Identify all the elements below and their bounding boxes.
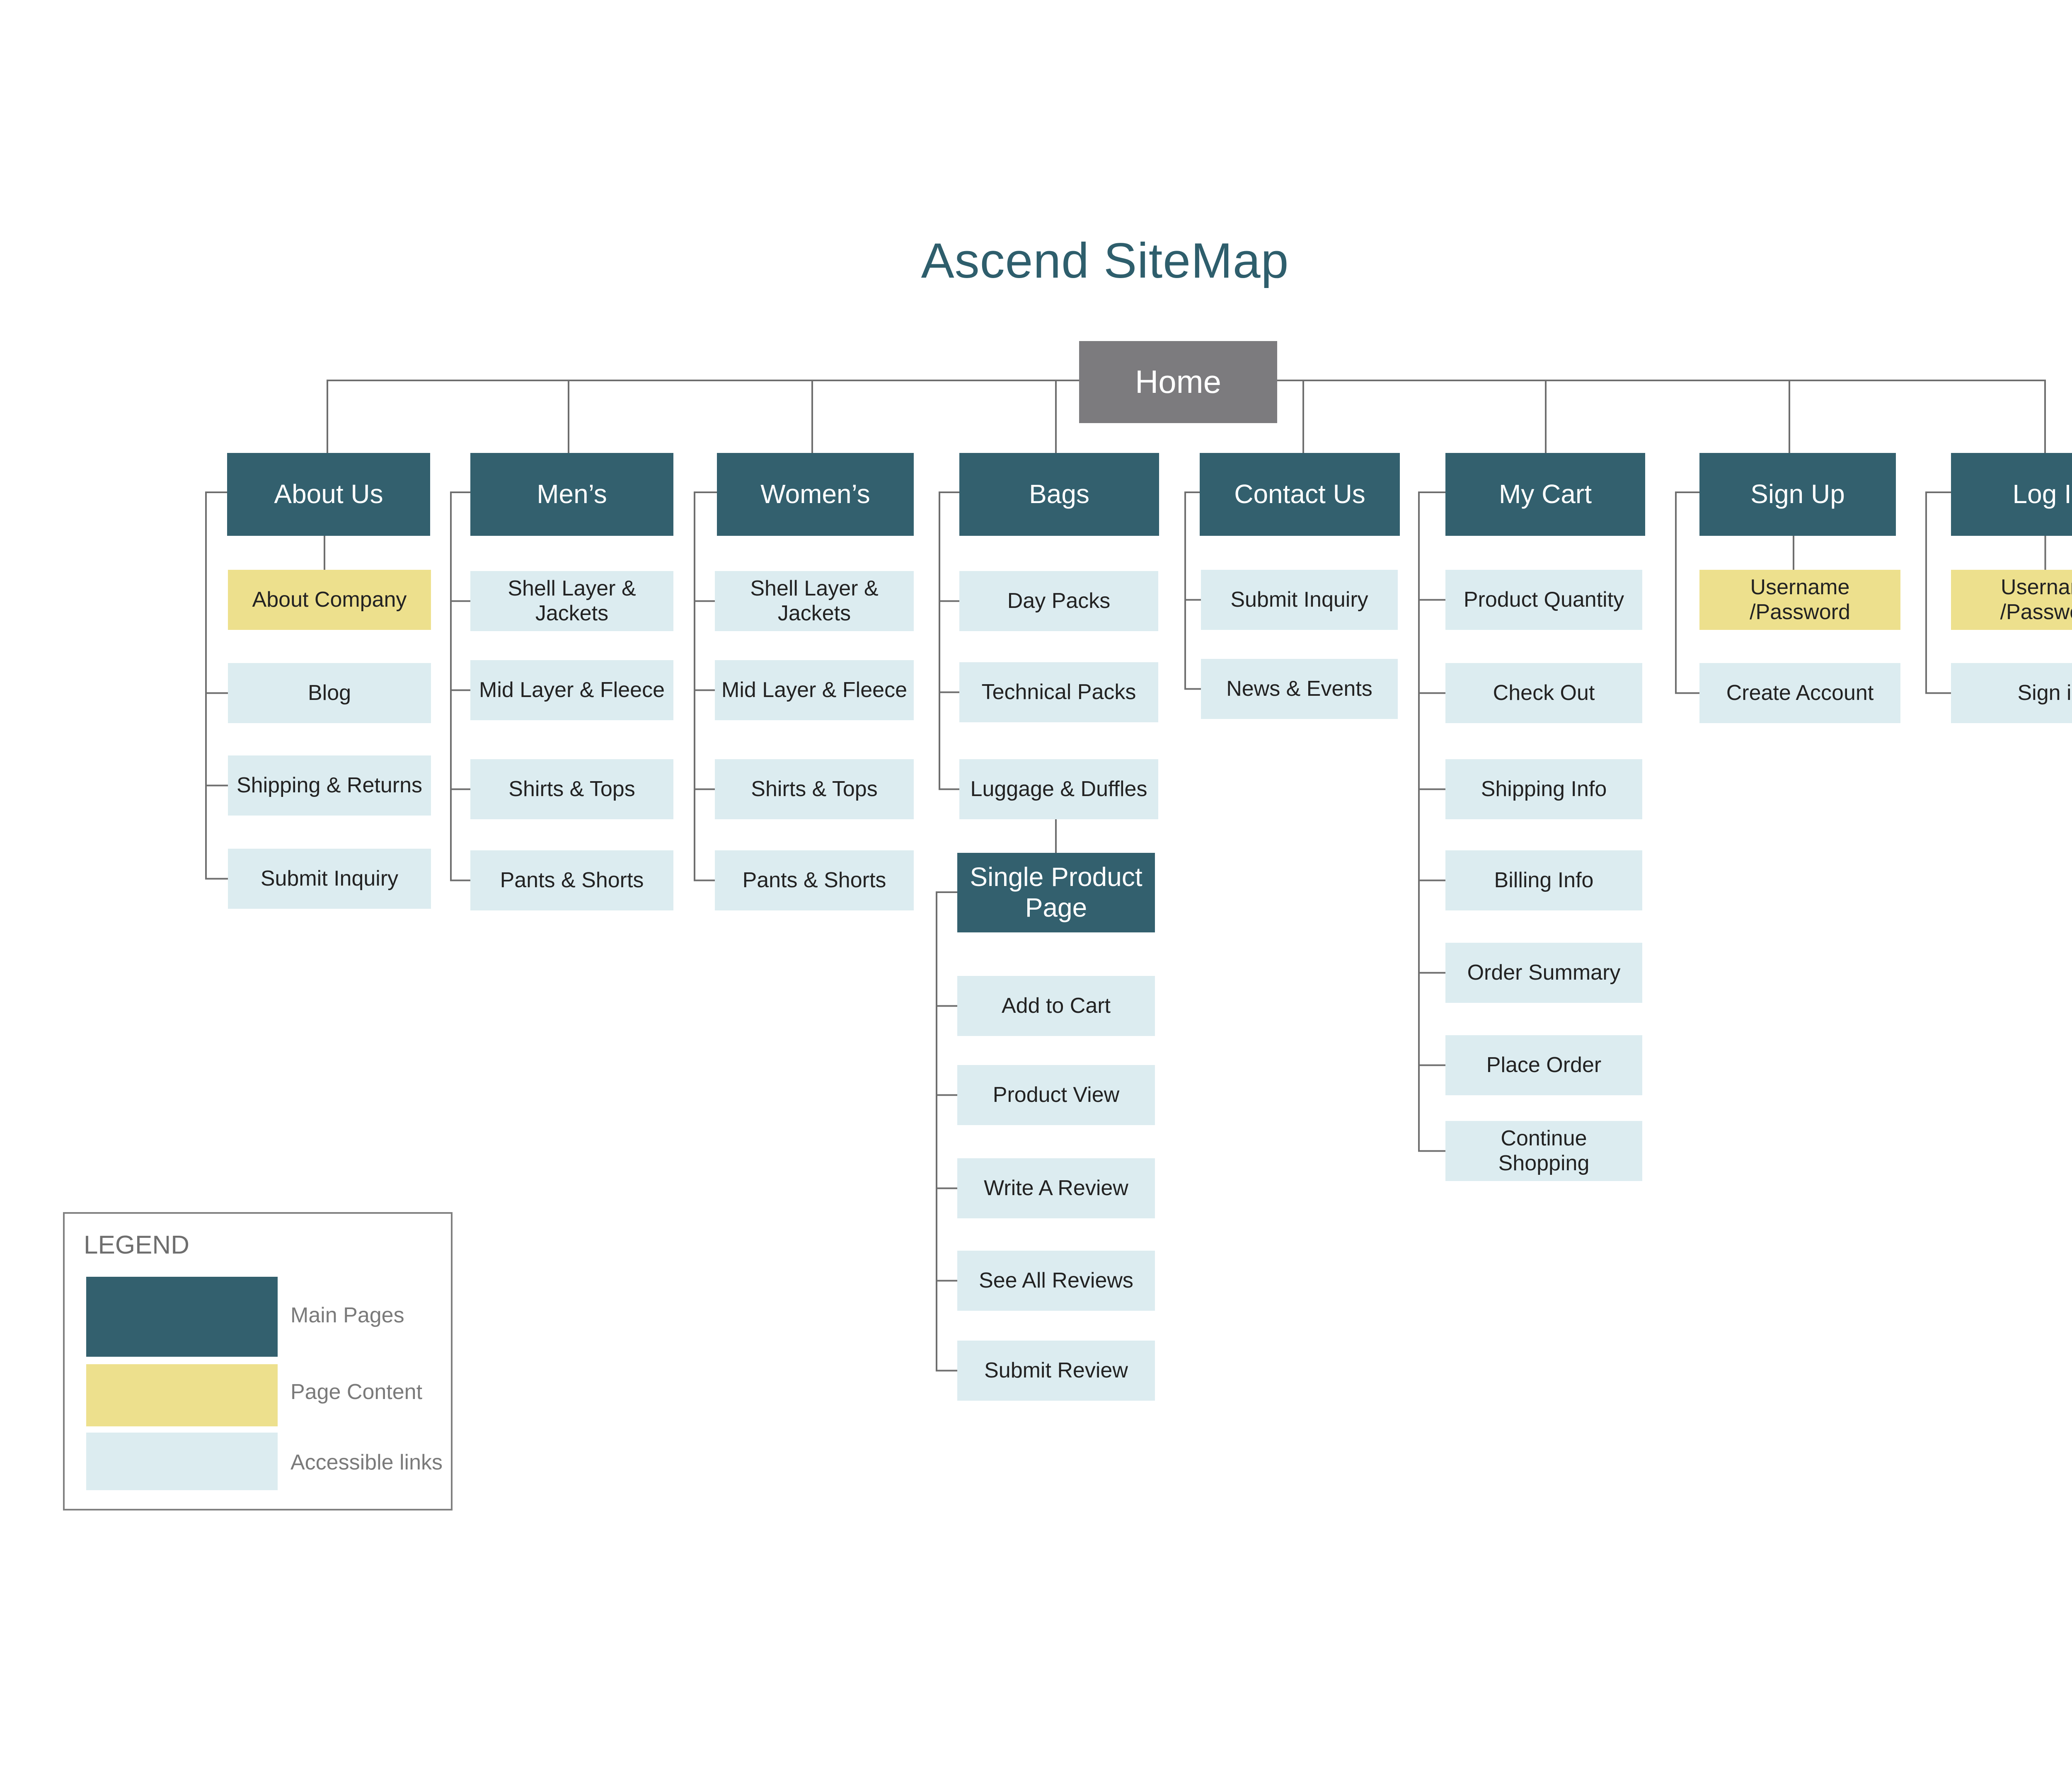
content-username-password: Username /Password [1699,570,1900,630]
legend-accessible-links-label: Accessible links [290,1450,443,1474]
link-pants-shorts: Pants & Shorts [715,850,914,910]
link-place-order: Place Order [1445,1035,1642,1095]
main-page-single-product-page: Single Product Page [957,853,1155,932]
link-pants-shorts: Pants & Shorts [470,850,673,910]
main-page-men-s: Men’s [470,453,673,536]
legend-main-pages-swatch [86,1277,278,1357]
link-billing-info: Billing Info [1445,850,1642,910]
link-day-packs: Day Packs [959,571,1158,631]
legend-page-content-swatch [86,1364,278,1426]
link-shirts-tops: Shirts & Tops [470,759,673,819]
link-shell-layer-jackets: Shell Layer & Jackets [715,571,914,631]
link-create-account: Create Account [1699,663,1900,723]
link-submit-inquiry: Submit Inquiry [228,849,431,909]
link-order-summary: Order Summary [1445,943,1642,1003]
main-page-sign-up: Sign Up [1699,453,1896,536]
sitemap-title: Ascend SiteMap [921,233,1289,288]
link-product-quantity: Product Quantity [1445,570,1642,630]
link-blog: Blog [228,663,431,723]
main-page-my-cart: My Cart [1445,453,1645,536]
link-shipping-info: Shipping Info [1445,759,1642,819]
legend-title: LEGEND [84,1231,189,1259]
link-shipping-returns: Shipping & Returns [228,755,431,816]
main-page-about-us: About Us [227,453,430,536]
link-sign-in: Sign in [1951,663,2072,723]
legend-main-pages-label: Main Pages [290,1303,404,1327]
main-page-contact-us: Contact Us [1200,453,1400,536]
main-page-women-s: Women’s [717,453,914,536]
link-check-out: Check Out [1445,663,1642,723]
link-shell-layer-jackets: Shell Layer & Jackets [470,571,673,631]
link-shirts-tops: Shirts & Tops [715,759,914,819]
main-page-bags: Bags [959,453,1159,536]
link-add-to-cart: Add to Cart [957,976,1155,1036]
content-about-company: About Company [228,570,431,630]
content-username-password: Username /Password [1951,570,2072,630]
home-node: Home [1079,341,1277,423]
link-luggage-duffles: Luggage & Duffles [959,759,1158,819]
link-see-all-reviews: See All Reviews [957,1251,1155,1311]
link-product-view: Product View [957,1065,1155,1125]
link-continue-shopping: Continue Shopping [1445,1121,1642,1181]
legend-page-content-label: Page Content [290,1380,423,1404]
link-news-events: News & Events [1201,659,1398,719]
link-write-a-review: Write A Review [957,1158,1155,1218]
link-technical-packs: Technical Packs [959,662,1158,722]
link-submit-inquiry: Submit Inquiry [1201,570,1398,630]
legend-box: LEGEND Main Pages Page Content Accessibl… [63,1212,453,1510]
link-submit-review: Submit Review [957,1341,1155,1401]
legend-accessible-links-swatch [86,1433,278,1490]
main-page-log-in: Log In [1951,453,2072,536]
link-mid-layer-fleece: Mid Layer & Fleece [470,660,673,720]
link-mid-layer-fleece: Mid Layer & Fleece [715,660,914,720]
